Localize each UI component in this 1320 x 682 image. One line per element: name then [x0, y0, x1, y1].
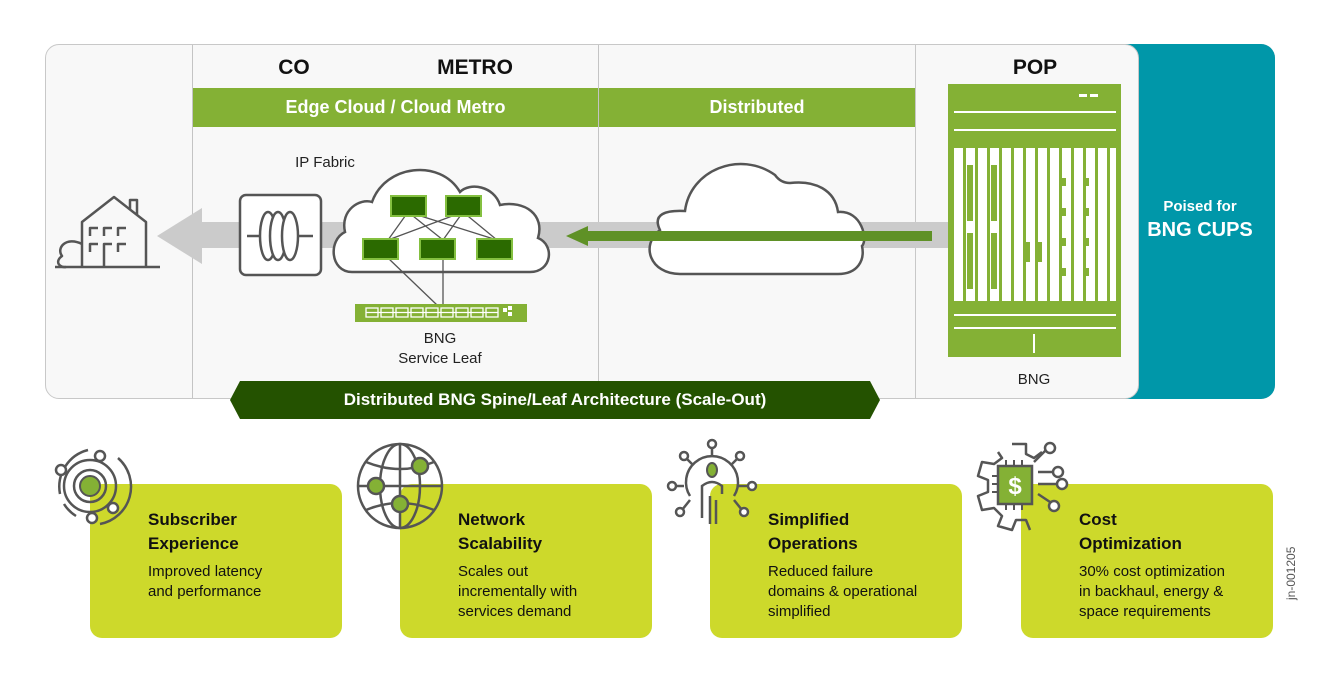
card-cost-optimization: Cost Optimization 30% cost optimization …: [1021, 484, 1273, 638]
router-icon: [238, 193, 323, 277]
spine-switch-2: [445, 195, 482, 217]
architecture-banner-shape: [230, 381, 880, 419]
globe-network-icon: [356, 442, 444, 530]
desc-line: Improved latency: [148, 563, 263, 580]
divider-metro-distributed: [598, 45, 599, 398]
document-id: jn-001205: [1284, 546, 1298, 600]
person-network-icon: [666, 438, 758, 524]
desc-line: in backhaul, energy &: [1079, 583, 1224, 600]
card-title-line1: Cost: [1079, 510, 1117, 529]
pop-bng-chassis: [948, 84, 1121, 357]
green-flow-arrow: [566, 226, 932, 246]
ip-fabric-cloud: [332, 168, 551, 306]
cups-callout: Poised for BNG CUPS: [1140, 197, 1260, 243]
desc-line: services demand: [458, 603, 572, 620]
desc-line: Reduced failure: [768, 563, 874, 580]
cups-panel: [1125, 44, 1275, 399]
architecture-banner: Distributed BNG Spine/Leaf Architecture …: [343, 390, 767, 409]
cups-line1: Poised for: [1163, 198, 1237, 215]
desc-line: space requirements: [1079, 603, 1211, 620]
card-title-line1: Network: [458, 510, 526, 529]
card-title-line2: Scalability: [458, 534, 543, 553]
card-description: Scales out incrementally with services d…: [458, 562, 648, 622]
svg-text:$: $: [1008, 473, 1022, 500]
desc-line: domains & operational: [768, 583, 918, 600]
bng-label: BNG: [423, 330, 457, 347]
pop-bng-label: BNG: [1017, 371, 1051, 388]
desc-line: 30% cost optimization: [1079, 563, 1225, 580]
zone-title-metro: METRO: [437, 56, 513, 79]
bng-service-leaf-device: [355, 304, 527, 322]
leaf-switch-3: [476, 238, 513, 260]
band-edge-cloud: Edge Cloud / Cloud Metro: [193, 88, 598, 127]
desc-line: Scales out: [458, 563, 529, 580]
orbit-icon: [54, 448, 133, 526]
band-distributed: Distributed: [599, 88, 915, 127]
ip-fabric-label: IP Fabric: [295, 154, 355, 171]
house-icon: [55, 195, 160, 269]
desc-line: simplified: [768, 603, 831, 620]
desc-line: incrementally with: [458, 583, 578, 600]
card-title-line1: Subscriber: [148, 510, 237, 529]
card-simplified-operations: Simplified Operations Reduced failure do…: [710, 484, 962, 638]
card-title-line2: Operations: [768, 534, 858, 553]
card-network-scalability: Network Scalability Scales out increment…: [400, 484, 652, 638]
card-description: Improved latency and performance: [148, 562, 338, 602]
leaf-switch-2: [419, 238, 456, 260]
card-description: Reduced failure domains & operational si…: [768, 562, 958, 622]
service-leaf-label: Service Leaf: [398, 350, 482, 367]
card-description: 30% cost optimization in backhaul, energ…: [1079, 562, 1269, 622]
desc-line: and performance: [148, 583, 262, 600]
card-title-line1: Simplified: [768, 510, 850, 529]
dollar-chip-gear-icon: $: [976, 441, 1069, 532]
distributed-cloud: [648, 162, 866, 276]
spine-switch-1: [390, 195, 427, 217]
zone-title-pop: POP: [1012, 56, 1058, 79]
leaf-switch-1: [362, 238, 399, 260]
card-title-line2: Experience: [148, 534, 239, 553]
zone-title-co: CO: [278, 56, 310, 79]
card-subscriber-experience: Subscriber Experience Improved latency a…: [90, 484, 342, 638]
cups-line2: BNG CUPS: [1147, 219, 1253, 241]
card-title-line2: Optimization: [1079, 534, 1182, 553]
